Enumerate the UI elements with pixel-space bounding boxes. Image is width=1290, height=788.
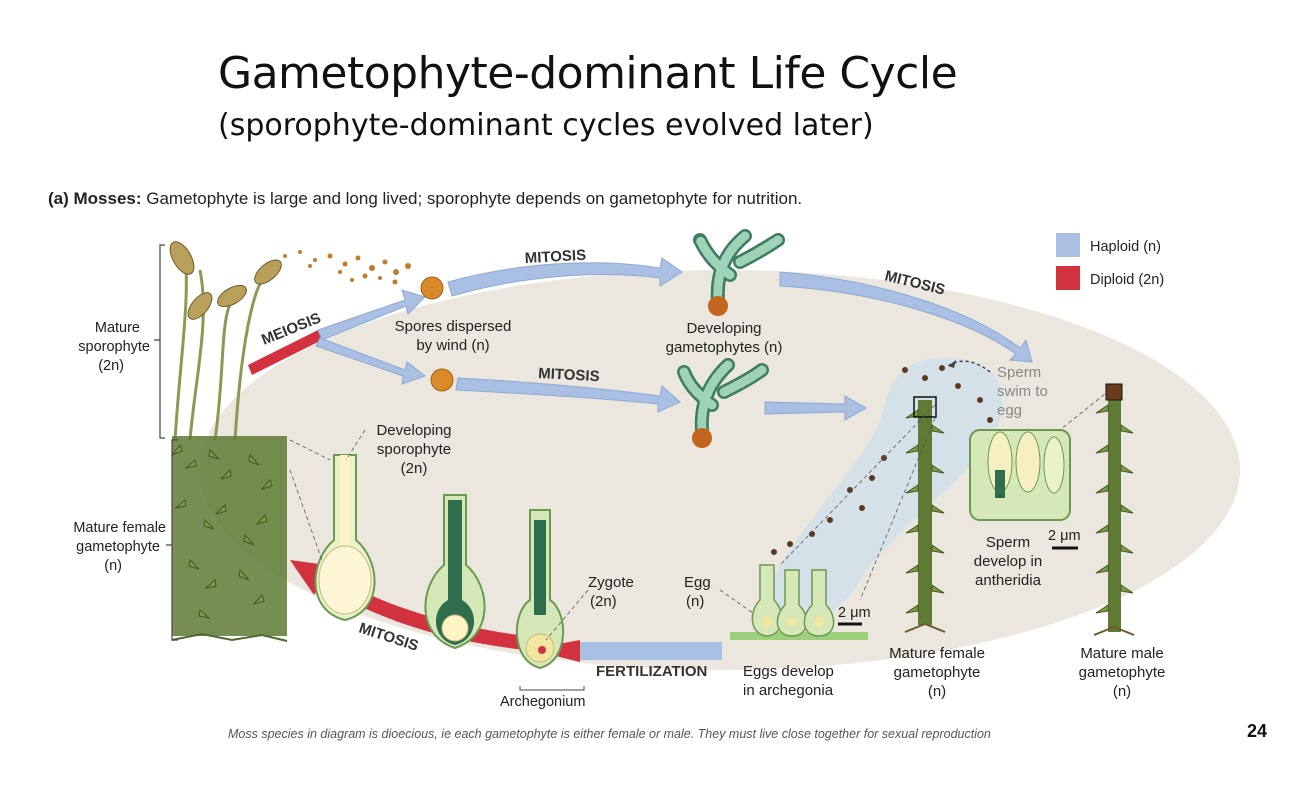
- archegonium-icon: [314, 454, 376, 622]
- moss-plant-icon: [169, 241, 288, 642]
- gametophyte-bracket: [166, 439, 178, 641]
- archegonium-icon: [730, 564, 868, 640]
- archegonium-bracket: [519, 686, 585, 691]
- moss-plant-icon: [1093, 383, 1135, 636]
- svg-text:sporophyte: sporophyte: [78, 339, 150, 355]
- mitosis-label-top: MITOSIS: [524, 247, 586, 267]
- label-developing-gametophytes: Developing gametophytes (n): [666, 320, 783, 356]
- svg-text:Mature male: Mature male: [1080, 645, 1163, 662]
- svg-text:Sperm: Sperm: [997, 364, 1041, 381]
- label-mature-male: Mature male gametophyte (n): [1079, 645, 1166, 700]
- sporophyte-bracket: [154, 244, 165, 439]
- slide-subtitle: (sporophyte-dominant cycles evolved late…: [218, 108, 874, 143]
- svg-text:Sperm: Sperm: [986, 534, 1030, 551]
- mitosis-arrow-top: [447, 257, 683, 297]
- spore-dust: [283, 250, 411, 285]
- svg-text:antheridia: antheridia: [975, 572, 1042, 589]
- archegonium-icon: [424, 494, 486, 650]
- label-mature-sporophyte: Mature sporophyte (2n): [78, 320, 150, 374]
- mitosis-arrow-right: [779, 271, 1033, 363]
- svg-text:(n): (n): [928, 683, 946, 700]
- fertilization-label: FERTILIZATION: [596, 663, 707, 680]
- svg-text:Zygote: Zygote: [588, 574, 634, 591]
- svg-text:gametophyte: gametophyte: [1079, 664, 1166, 681]
- svg-text:(2n): (2n): [98, 358, 124, 374]
- svg-text:sporophyte: sporophyte: [377, 441, 451, 458]
- svg-text:by wind (n): by wind (n): [416, 337, 489, 354]
- moss-plant-icon: [904, 396, 946, 633]
- svg-text:in archegonia: in archegonia: [743, 682, 834, 699]
- page-number: 24: [1247, 721, 1268, 741]
- svg-text:Developing: Developing: [376, 422, 451, 439]
- spore-icon: [420, 276, 444, 300]
- svg-text:gametophyte: gametophyte: [894, 664, 981, 681]
- spore-arrow-lower: [315, 337, 427, 385]
- label-sperm-swim: Sperm swim to egg: [997, 364, 1048, 419]
- scale-label-antheridia: 2 μm: [1048, 528, 1081, 544]
- gametophyte-sprout-icon: [677, 358, 769, 448]
- svg-text:(n): (n): [104, 558, 122, 574]
- svg-text:(2n): (2n): [590, 593, 617, 610]
- meiosis-band: [248, 330, 322, 375]
- gametophyte-growth-arrow: [764, 395, 868, 421]
- spore-icon: [430, 368, 454, 392]
- svg-text:(n): (n): [686, 593, 704, 610]
- slide-title: Gametophyte-dominant Life Cycle: [218, 48, 958, 99]
- svg-text:Mature: Mature: [95, 320, 140, 336]
- antheridium-icon: [969, 429, 1071, 521]
- svg-text:gametophytes (n): gametophytes (n): [666, 339, 783, 356]
- label-mature-female-left: Mature female gametophyte (n): [73, 520, 166, 574]
- haploid-swatch: [1056, 233, 1080, 257]
- mitosis-arrow-mid: [455, 377, 681, 413]
- leader-lines: [289, 429, 761, 641]
- label-spores: Spores dispersed by wind (n): [395, 318, 512, 354]
- zoom-lines: [779, 389, 1111, 601]
- svg-text:Mature female: Mature female: [889, 645, 985, 662]
- legend-diploid: Diploid (2n): [1090, 272, 1164, 288]
- label-mature-female-right: Mature female gametophyte (n): [889, 645, 985, 700]
- water-film: [760, 357, 1003, 625]
- svg-text:Spores dispersed: Spores dispersed: [395, 318, 512, 335]
- label-egg: Egg (n): [684, 574, 711, 610]
- legend-haploid: Haploid (n): [1090, 239, 1161, 255]
- svg-text:Eggs develop: Eggs develop: [743, 663, 834, 680]
- fertilization-band: [580, 642, 722, 660]
- label-zygote: Zygote (2n): [588, 574, 634, 610]
- label-archegonium: Archegonium: [500, 694, 585, 710]
- svg-text:(2n): (2n): [401, 460, 428, 477]
- svg-text:develop in: develop in: [974, 553, 1042, 570]
- svg-text:egg: egg: [997, 402, 1022, 419]
- mitosis-label-mid: MITOSIS: [538, 365, 600, 385]
- caption-bold: (a) Mosses:: [48, 189, 142, 208]
- gametophyte-sprout-icon: [693, 229, 785, 316]
- svg-text:Egg: Egg: [684, 574, 711, 591]
- footnote: Moss species in diagram is dioecious, ie…: [228, 727, 991, 741]
- label-sperm-develop: Sperm develop in antheridia: [974, 534, 1042, 589]
- figure-caption: (a) Mosses: Gametophyte is large and lon…: [48, 189, 802, 209]
- archegonium-icon: [515, 509, 565, 670]
- diploid-swatch: [1056, 266, 1080, 290]
- scale-label-archegonia: 2 μm: [838, 605, 871, 621]
- svg-text:Developing: Developing: [686, 320, 761, 337]
- label-eggs-develop: Eggs develop in archegonia: [743, 663, 834, 699]
- svg-text:swim to: swim to: [997, 383, 1048, 400]
- label-developing-sporophyte: Developing sporophyte (2n): [376, 422, 451, 477]
- spore-arrow-upper: [317, 289, 426, 341]
- svg-text:(n): (n): [1113, 683, 1131, 700]
- caption-text: Gametophyte is large and long lived; spo…: [141, 189, 803, 208]
- sperm-path-arrowhead: [948, 360, 956, 368]
- svg-text:gametophyte: gametophyte: [76, 539, 160, 555]
- svg-text:Mature female: Mature female: [73, 520, 166, 536]
